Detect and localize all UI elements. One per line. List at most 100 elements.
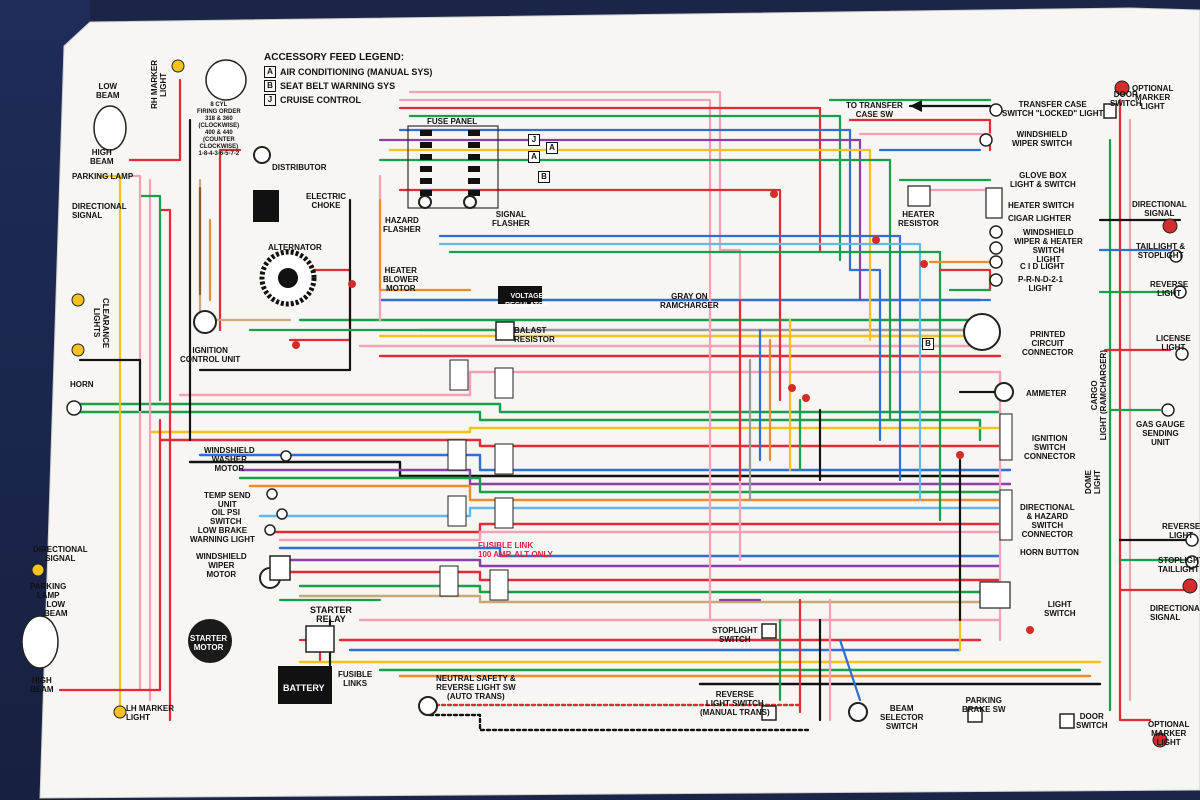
label-balast-resistor: BALAST RESISTOR	[514, 326, 555, 344]
wire	[838, 638, 862, 702]
lamp-icon	[1175, 347, 1189, 361]
label-fusible-link-100amp: FUSIBLE LINK 100 AMP. ALT ONLY	[478, 541, 553, 559]
wire	[438, 242, 922, 502]
neutral-safety-switch-icon	[418, 696, 438, 716]
amber-lamp-icon	[113, 705, 127, 719]
legend-text: CRUISE CONTROL	[280, 95, 361, 105]
alternator-hub-icon	[278, 268, 298, 288]
heater-switch-icon	[985, 187, 1003, 219]
splice-dot-icon	[872, 236, 880, 244]
legend-text: SEAT BELT WARNING SYS	[280, 81, 396, 91]
wire	[68, 410, 982, 442]
label-distributor: DISTRIBUTOR	[272, 163, 327, 172]
fuse-icon	[420, 190, 432, 196]
label-parking-brake-switch: PARKING BRAKE SW	[962, 696, 1006, 714]
legend-text: AIR CONDITIONING (MANUAL SYS)	[280, 67, 433, 77]
label-gray-on-ramcharger: GRAY ON RAMCHARGER	[660, 292, 719, 310]
fuse-icon	[420, 130, 432, 136]
fuse-feed-key: B	[538, 171, 550, 183]
wire	[288, 570, 1002, 582]
switch-icon	[989, 255, 1003, 269]
component-symbols	[21, 59, 1199, 748]
lamp-icon	[1161, 403, 1175, 417]
label-cid-light: C I D LIGHT	[1020, 262, 1065, 271]
label-dome-light: DOME LIGHT	[1084, 470, 1102, 494]
label-directional-signal-right-bottom: DIRECTIONAL SIGNAL	[1150, 604, 1200, 622]
splice-dot-icon	[920, 260, 928, 268]
directional-hazard-connector-icon	[999, 489, 1013, 541]
arrow-icon	[910, 100, 922, 112]
connector-block-icon	[447, 439, 467, 471]
label-to-transfer-case: TO TRANSFER CASE SW	[846, 101, 903, 119]
label-fuse-panel: FUSE PANEL	[427, 117, 478, 126]
fuse-icon	[468, 130, 480, 136]
wire	[138, 194, 162, 402]
wire	[78, 358, 142, 412]
red-lamp-icon	[1182, 578, 1198, 594]
label-clearance-lights: CLEARANCE LIGHTS	[92, 298, 110, 349]
red-lamp-icon	[1162, 218, 1178, 234]
fuse-icon	[468, 166, 480, 172]
legend-key: J	[264, 94, 276, 106]
beam-selector-switch-icon	[848, 702, 868, 722]
headlamp-top-icon	[93, 105, 127, 151]
label-starter-relay: STARTER RELAY	[310, 605, 352, 624]
connector-block-icon	[447, 495, 467, 527]
horn-icon	[66, 400, 82, 416]
wire	[1118, 98, 1152, 722]
legend-key: A	[264, 66, 276, 78]
amber-lamp-icon	[71, 293, 85, 307]
fuse-icon	[468, 154, 480, 160]
splice-dot-icon	[292, 341, 300, 349]
reverse-light-switch-icon	[761, 705, 777, 721]
distributor-cap-icon	[205, 59, 247, 101]
label-temp-send-unit: TEMP SEND UNIT	[204, 491, 251, 509]
lamp-icon	[1173, 285, 1187, 299]
wire	[238, 476, 1012, 494]
label-lh-marker-light: LH MARKER LIGHT	[126, 704, 174, 722]
fuse-icon	[468, 190, 480, 196]
sensor-icon	[280, 450, 292, 462]
fuse-icon	[468, 178, 480, 184]
lamp-icon	[1185, 555, 1199, 569]
label-stoplight-switch: STOPLIGHT SWITCH	[712, 626, 758, 644]
label-signal-flasher: SIGNAL FLASHER	[492, 210, 530, 228]
label-oil-psi-switch: OIL PSI SWITCH	[210, 508, 242, 526]
label-horn: HORN	[70, 380, 94, 389]
door-switch-icon	[1059, 713, 1075, 729]
label-printed-circuit-connector: PRINTED CIRCUIT CONNECTOR	[1022, 330, 1074, 357]
label-ammeter: AMMETER	[1026, 389, 1067, 398]
label-door-switch-top: DOOR SWITCH	[1110, 90, 1142, 108]
label-reverse-light-right: REVERSE LIGHT	[1162, 522, 1200, 540]
connector-block-icon	[494, 497, 514, 529]
label-cigar-lighter: CIGAR LIGHTER	[1008, 214, 1072, 223]
label-stoplight-taillight: STOPLIGHT & TAILLIGHT	[1158, 556, 1200, 574]
dotted-wire	[428, 713, 812, 732]
label-voltage-regulator: VOLTAGE REGULATOR	[505, 293, 549, 309]
wire	[938, 268, 992, 292]
label-heater-switch: HEATER SWITCH	[1008, 201, 1075, 210]
label-parking-lamp-bottom: PARKING LAMP	[30, 582, 67, 600]
splice-dot-icon	[770, 190, 778, 198]
label-ignition-control-unit: IGNITION CONTROL UNIT	[180, 346, 241, 364]
hazard-flasher-icon	[418, 195, 432, 209]
splice-dot-icon	[348, 280, 356, 288]
wire	[298, 584, 1002, 594]
fuse-icon	[420, 142, 432, 148]
wire	[58, 418, 162, 692]
distributor-icon	[253, 146, 271, 164]
label-windshield-washer-motor: WINDSHIELD WASHER MOTOR	[204, 446, 255, 473]
label-taillight-stoplight: TAILLIGHT & STOPLIGHT	[1136, 242, 1186, 260]
wire	[158, 208, 172, 722]
label-alternator: ALTERNATOR	[268, 243, 322, 252]
parking-brake-switch-icon	[967, 707, 983, 723]
label-directional-signal-left-bottom: DIRECTIONAL SIGNAL	[33, 545, 88, 563]
label-transfer-case-switch: TRANSFER CASE SWITCH "LOCKED" LIGHT	[1002, 100, 1104, 118]
wire	[268, 522, 1012, 534]
wire	[448, 250, 942, 522]
ammeter-icon	[994, 382, 1014, 402]
label-parking-lamp-top: PARKING LAMP	[72, 172, 134, 181]
label-cargo-light: CARGO LIGHT (RAMCHARGER)	[1090, 350, 1108, 441]
label-light-switch: LIGHT SWITCH	[1044, 600, 1076, 618]
